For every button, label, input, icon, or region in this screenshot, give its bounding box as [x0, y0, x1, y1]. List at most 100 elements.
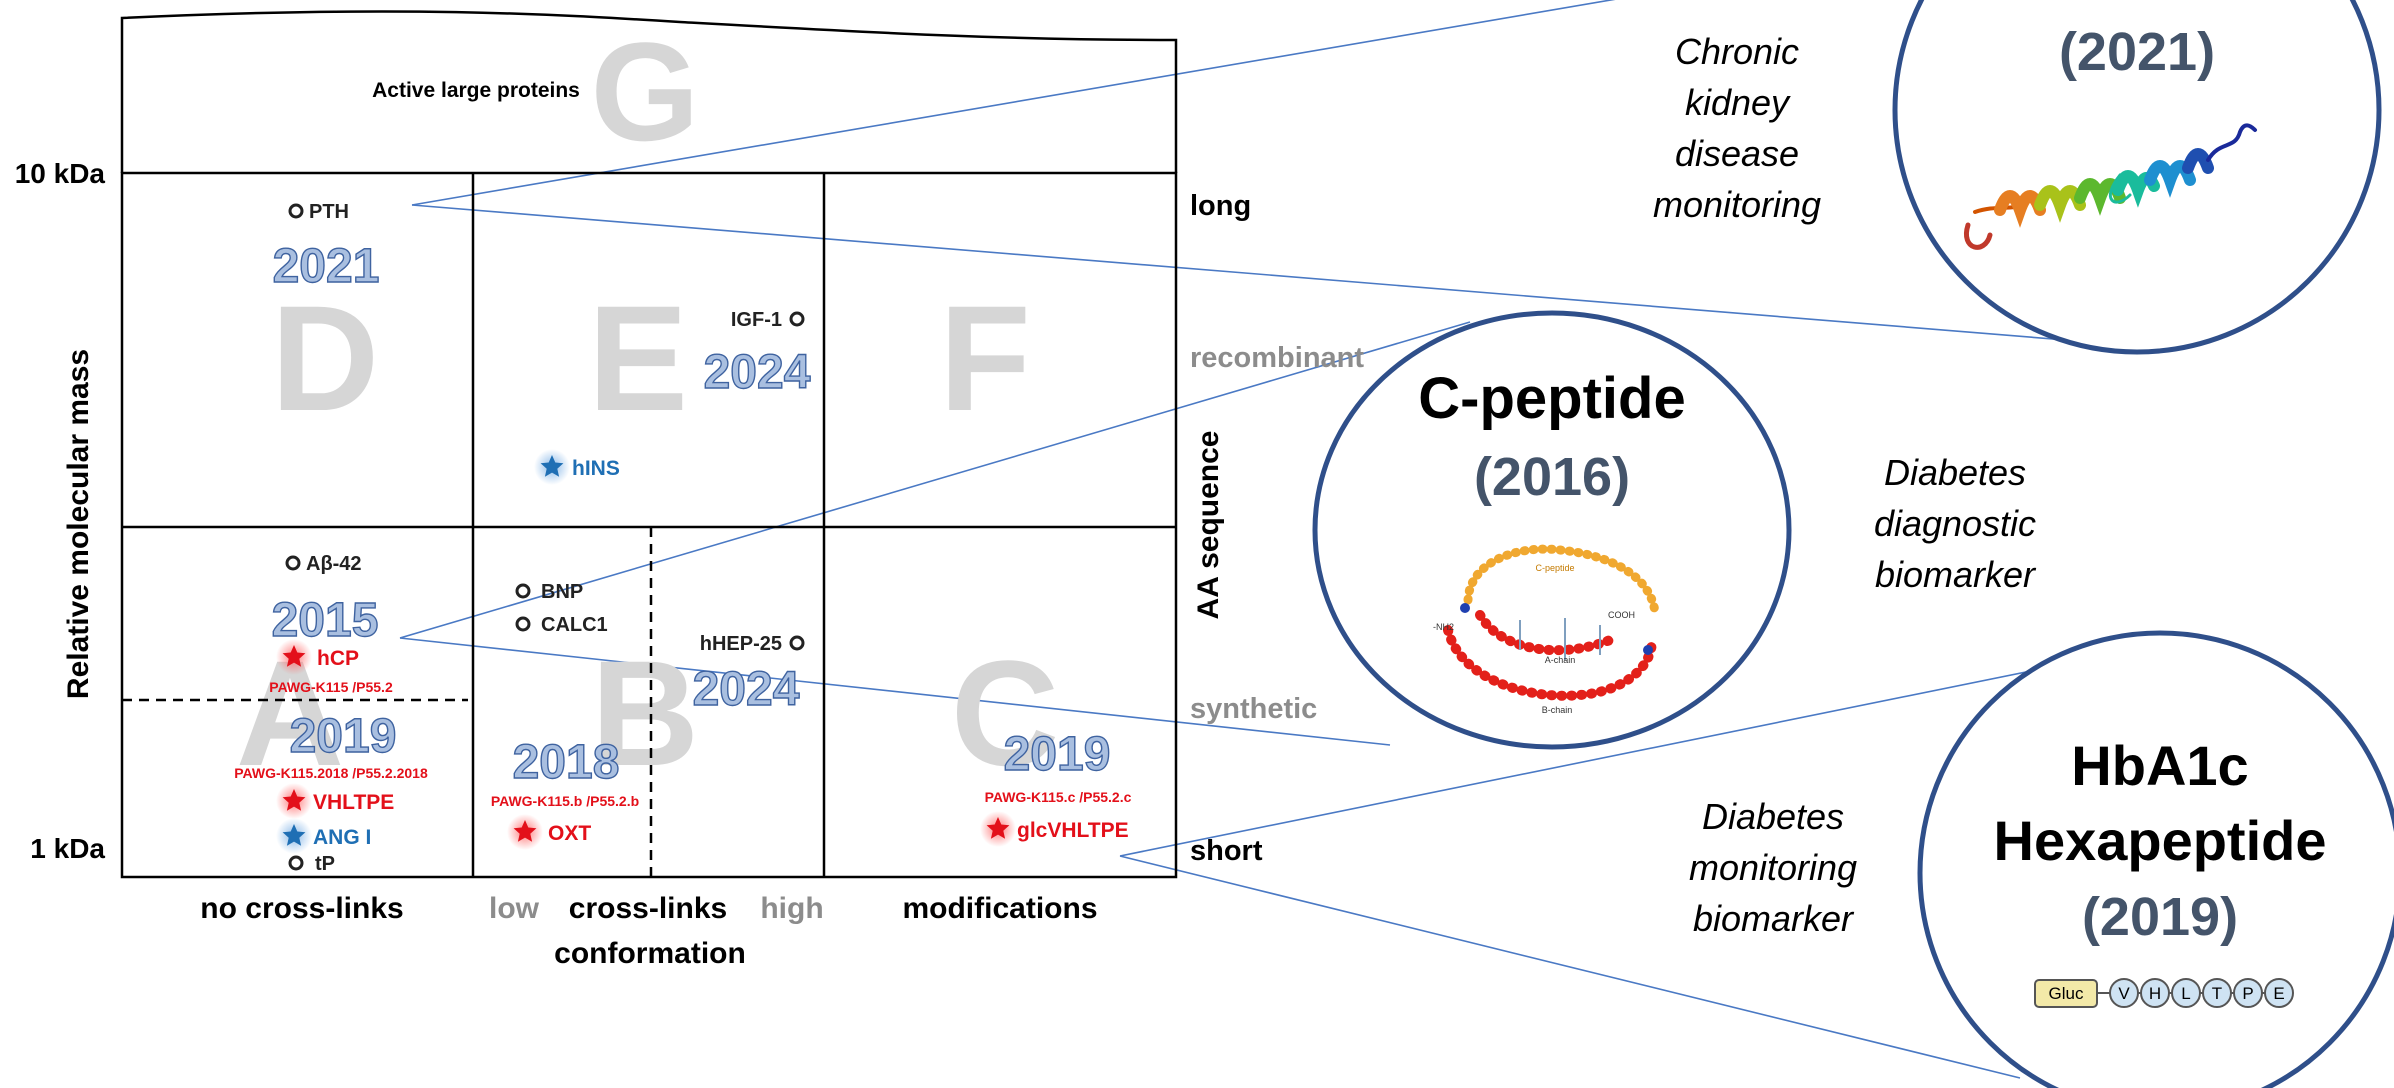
- dot-bnp: [515, 583, 531, 599]
- callout-hba1c-note: Diabetes monitoring biomarker: [1689, 796, 1857, 939]
- callout-hba1c: HbA1c Hexapeptide (2019) Gluc V H L T P …: [1917, 630, 2394, 1088]
- hba1c-seq-gluc-box: [2034, 979, 2098, 1008]
- grid: [120, 10, 1178, 879]
- code-c: PAWG-K115.c /P55.2.c: [985, 789, 1132, 805]
- hba1c-seq-gluc: Gluc: [2049, 984, 2084, 1003]
- callout-cpeptide-note: Diabetes diagnostic biomarker: [1874, 452, 2037, 595]
- star-vhltpe-icon: [276, 783, 312, 819]
- star-labels: hINS hCP VHLTPE ANG I OXT glcVHLTPE: [313, 457, 1129, 849]
- year-label-a1: 2015: [272, 594, 379, 647]
- year-label-d: 2021: [273, 240, 380, 293]
- hba1c-seq-h: H: [2149, 984, 2161, 1003]
- right-axis-short: short: [1190, 835, 1263, 867]
- region-g-label: Active large proteins: [372, 79, 580, 102]
- cpeptide-diagram-label-cooh: COOH: [1608, 610, 1635, 620]
- callout-cpeptide-note-line-3: biomarker: [1875, 554, 2037, 595]
- right-axis-recombinant: recombinant: [1190, 342, 1364, 374]
- dot-igf1: [789, 311, 805, 327]
- year-labels: 2021 2024 2015 2019 2018 2024 2019: [271, 239, 1111, 789]
- right-axis-title: AA sequence: [1192, 431, 1225, 620]
- callout-pth-note: Chronic kidney disease monitoring: [1653, 31, 1821, 225]
- cpeptide-diagram-label-cpeptide: C-peptide: [1535, 563, 1574, 573]
- year-label-b1: 2018: [513, 736, 620, 789]
- label-oxt: OXT: [548, 822, 591, 845]
- callout-cpeptide: C-peptide (2016) C-peptide -NH2 COOH A-c…: [1312, 310, 1792, 750]
- label-vhltpe: VHLTPE: [313, 791, 394, 814]
- callout-hba1c-note-line-3: biomarker: [1693, 898, 1855, 939]
- label-angi: ANG I: [313, 826, 371, 849]
- callout-hba1c-circle: [1917, 630, 2394, 1088]
- callout-hba1c-note-line-1: Diabetes: [1702, 796, 1844, 837]
- cpeptide-diagram-label-b-chain: B-chain: [1542, 705, 1573, 715]
- pth-helix-structure-icon: [1963, 123, 2257, 250]
- callout-hba1c-note-line-2: monitoring: [1689, 847, 1857, 888]
- callout-hba1c-year: (2019): [2082, 887, 2238, 947]
- callout-pth-note-line-4: monitoring: [1653, 184, 1821, 225]
- x-axis-cross-links: cross-links: [569, 892, 727, 925]
- y-axis-bottom-label: 1 kDa: [30, 833, 105, 864]
- year-label-b2: 2024: [693, 663, 800, 716]
- year-label-c: 2019: [1004, 728, 1111, 781]
- hba1c-seq-p: P: [2242, 984, 2253, 1003]
- region-letters: G D E F A B C: [236, 13, 1059, 797]
- callout-lines: [399, 0, 2091, 1079]
- x-axis-modifications: modifications: [902, 892, 1097, 925]
- callout-pth: (2021): [1892, 0, 2382, 355]
- code-a1: PAWG-K115 /P55.2: [269, 679, 393, 695]
- callout-cpeptide-title: C-peptide: [1418, 366, 1685, 431]
- x-axis-low: low: [489, 892, 540, 925]
- callout-pth-note-line-1: Chronic: [1675, 31, 1799, 72]
- label-hhep25: hHEP-25: [700, 633, 782, 655]
- region-letter-f: F: [939, 274, 1031, 442]
- region-letter-b: B: [591, 629, 699, 797]
- code-b: PAWG-K115.b /P55.2.b: [491, 793, 639, 809]
- callout-cpeptide-note-line-2: diagnostic: [1874, 503, 2036, 544]
- callout-cpeptide-note-line-1: Diabetes: [1884, 452, 2026, 493]
- region-letter-g: G: [591, 13, 700, 170]
- code-a2: PAWG-K115.2018 /P55.2.2018: [234, 765, 428, 781]
- label-bnp: BNP: [541, 581, 583, 603]
- star-angi-icon: [276, 818, 312, 854]
- callout-cpeptide-year: (2016): [1474, 447, 1630, 507]
- callout-line-hcp-lower: [399, 637, 1391, 746]
- year-label-e: 2024: [704, 346, 811, 399]
- right-axis-long: long: [1190, 190, 1251, 222]
- callout-pth-year: (2021): [2059, 22, 2215, 82]
- callout-hba1c-title-1: HbA1c: [2071, 734, 2248, 797]
- star-oxt-icon: [507, 814, 543, 850]
- hba1c-seq-v: V: [2118, 984, 2130, 1003]
- y-axis-title: Relative molecular mass: [62, 349, 95, 699]
- label-hins: hINS: [572, 457, 620, 480]
- hba1c-seq-e: E: [2273, 984, 2284, 1003]
- x-axis-high: high: [760, 892, 823, 925]
- region-letter-d: D: [271, 274, 379, 442]
- callout-hba1c-title-2: Hexapeptide: [1994, 809, 2327, 872]
- callout-pth-note-line-2: kidney: [1685, 82, 1791, 123]
- label-calc1: CALC1: [541, 614, 608, 636]
- right-axis-synthetic: synthetic: [1190, 693, 1317, 725]
- star-hins-icon: [534, 449, 570, 485]
- x-axis-conformation: conformation: [554, 937, 746, 970]
- analyte-stars: [276, 449, 1016, 854]
- dot-calc1: [515, 616, 531, 632]
- dot-ab42: [285, 555, 301, 571]
- label-hcp: hCP: [317, 647, 359, 670]
- cpeptide-diagram-label-a-chain: A-chain: [1545, 655, 1576, 665]
- callout-line-pth-upper: [411, 0, 1616, 206]
- analyte-dots: [285, 203, 805, 871]
- callout-line-pth-lower: [411, 204, 2091, 343]
- star-hcp-icon: [276, 639, 312, 675]
- x-axis-no-cross-links: no cross-links: [200, 892, 403, 925]
- analyte-labels: PTH IGF-1 Aβ-42 BNP CALC1 hHEP-25 tP: [306, 201, 782, 875]
- label-igf1: IGF-1: [731, 309, 782, 331]
- label-tp: tP: [315, 853, 335, 875]
- dot-hhep25: [789, 635, 805, 651]
- codes: PAWG-K115 /P55.2 PAWG-K115.2018 /P55.2.2…: [234, 679, 1131, 809]
- callout-pth-note-line-3: disease: [1675, 133, 1799, 174]
- callout-line-glc-upper: [1119, 659, 2086, 857]
- callout-line-hcp-upper: [399, 321, 1471, 639]
- label-glcvhltpe: glcVHLTPE: [1017, 819, 1129, 842]
- dot-tp: [288, 855, 304, 871]
- region-letter-e: E: [588, 274, 688, 442]
